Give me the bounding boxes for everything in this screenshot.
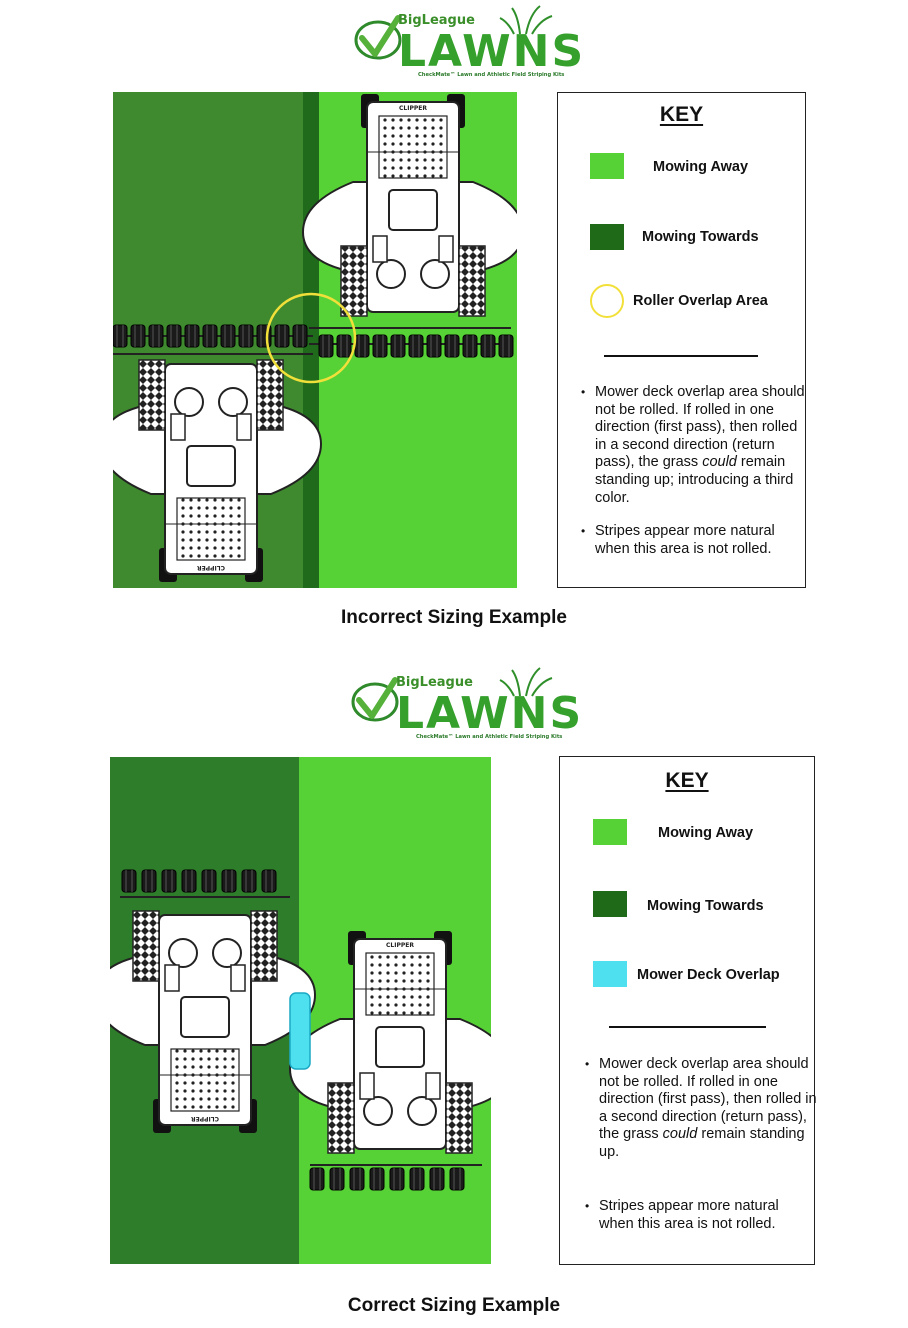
field-diagram-correct: CLIPPER CLIPPER [110, 757, 491, 1264]
key-note-1: Mower deck overlap area should not be ro… [585, 1056, 817, 1162]
logo-tagline: CheckMate™ Lawn and Athletic Field Strip… [418, 72, 564, 78]
caption-incorrect: Incorrect Sizing Example [341, 607, 567, 628]
swatch-mowing-away [593, 819, 627, 845]
mower-top: CLIPPER [302, 93, 517, 317]
mower-bottom: CLIPPER [113, 359, 322, 583]
roller-bar-left [113, 324, 313, 355]
logo-large-text: LAWNS [398, 26, 585, 77]
check-leaf-icon [354, 15, 402, 60]
roller-bar-right [309, 327, 514, 358]
key-label-deck-overlap: Mower Deck Overlap [637, 967, 780, 983]
key-label-roller-overlap: Roller Overlap Area [633, 293, 768, 309]
brand-logo: BigLeague LAWNS CheckMate™ Lawn and Athl… [0, 666, 908, 742]
key-panel-correct: KEY Mowing Away Mowing Towards Mower Dec… [559, 756, 817, 1265]
field-diagram-incorrect: CLIPPER CLIPPER [113, 92, 517, 588]
check-leaf-icon [351, 677, 399, 722]
logo-small-text: BigLeague [398, 13, 475, 28]
swatch-mowing-towards [593, 891, 627, 917]
swatch-mowing-towards [590, 224, 624, 250]
mower-brand-label: CLIPPER [191, 1115, 219, 1122]
key-note-1: Mower deck overlap area should not be ro… [581, 384, 807, 507]
mower-left: CLIPPER [110, 910, 316, 1134]
grass-blades-icon [499, 667, 553, 697]
caption-correct: Correct Sizing Example [347, 1295, 561, 1316]
logo-tagline: CheckMate™ Lawn and Athletic Field Strip… [416, 734, 562, 740]
key-label-mowing-away: Mowing Away [653, 159, 749, 175]
mower-brand-label: CLIPPER [197, 564, 225, 571]
key-note-2: Stripes appear more natural when this ar… [581, 523, 807, 558]
key-panel-incorrect: KEY Mowing Away Mowing Towards Roller Ov… [557, 92, 806, 588]
roller-overlap-circle [265, 292, 357, 384]
roller-bar-left [120, 869, 290, 898]
key-note-2: Stripes appear more natural when this ar… [585, 1198, 817, 1233]
key-divider [609, 1026, 766, 1028]
logo-large-text: LAWNS [396, 688, 583, 739]
roller-bar-right [309, 1164, 482, 1191]
swatch-deck-overlap [593, 961, 627, 987]
mower-brand-label: CLIPPER [386, 942, 414, 949]
key-title: KEY [659, 103, 704, 126]
grass-blades-icon [499, 5, 553, 35]
deck-overlap-area [289, 992, 311, 1070]
brand-logo: BigLeague LAWNS CheckMate™ Lawn and Athl… [0, 4, 908, 80]
swatch-roller-overlap-circle [590, 284, 624, 318]
key-label-mowing-away: Mowing Away [658, 825, 754, 841]
mower-right: CLIPPER [289, 930, 491, 1154]
key-label-mowing-towards: Mowing Towards [642, 229, 759, 245]
key-title: KEY [665, 769, 709, 792]
logo-small-text: BigLeague [396, 675, 473, 690]
key-divider [604, 355, 758, 357]
key-label-mowing-towards: Mowing Towards [647, 898, 764, 914]
mower-brand-label: CLIPPER [399, 105, 427, 112]
swatch-mowing-away [590, 153, 624, 179]
